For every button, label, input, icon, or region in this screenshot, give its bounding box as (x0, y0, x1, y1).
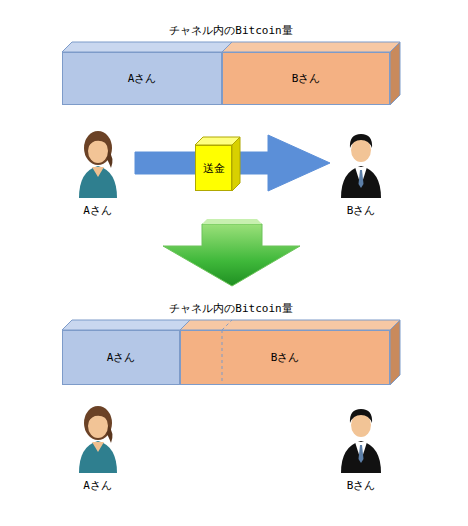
woman-icon (75, 403, 121, 473)
previous-boundary (222, 330, 223, 385)
hair (350, 134, 372, 148)
hair (350, 409, 372, 423)
cube-side (232, 137, 240, 191)
bar-heading: チャネル内のBitcoin量 (62, 24, 400, 38)
tie (359, 170, 364, 188)
fringe (87, 133, 110, 149)
person-name: Bさん (330, 479, 392, 493)
bar-top-face (180, 320, 400, 330)
balance-segment: Bさん (222, 52, 390, 105)
payment-cube: 送金 (195, 145, 232, 191)
person-name: Bさん (330, 204, 392, 218)
owner-label: Bさん (292, 71, 321, 86)
person: Aさん (65, 126, 130, 218)
neck (92, 442, 104, 452)
man-icon (338, 403, 384, 473)
suit (341, 166, 381, 198)
balance-segment: Bさん (180, 330, 390, 385)
bar-heading: チャネル内のBitcoin量 (62, 302, 400, 316)
owner-label: Aさん (128, 71, 157, 86)
person-name: Aさん (65, 479, 130, 493)
previous-boundary-top (222, 320, 232, 330)
person-name: Aさん (65, 204, 130, 218)
man-icon (338, 128, 384, 198)
channel-bar: チャネル内のBitcoin量 Aさん Bさん (62, 24, 400, 105)
down-arrow-top (202, 219, 262, 224)
bar-top-face (62, 320, 190, 330)
person: Bさん (330, 401, 392, 493)
person: Bさん (330, 126, 392, 218)
suit (341, 441, 381, 473)
body (79, 441, 117, 473)
owner-label: Bさん (271, 350, 300, 365)
balance-segment: Aさん (62, 330, 180, 385)
woman-icon (75, 128, 121, 198)
cube-faces (195, 145, 245, 205)
fringe (87, 408, 110, 424)
channel-bar: チャネル内のBitcoin量 Aさん Bさん (62, 302, 400, 385)
balance-segment: Aさん (62, 52, 222, 105)
dash-layer (62, 302, 400, 385)
payment-label: 送金 (203, 161, 225, 176)
bar-top-face (62, 42, 232, 52)
tie (359, 445, 364, 463)
bar-side-face (390, 320, 400, 385)
down-arrow (163, 224, 300, 286)
transfer-arrow (135, 135, 330, 191)
bar-top-face (222, 42, 400, 52)
body (79, 166, 117, 198)
neck (92, 167, 104, 177)
person: Aさん (65, 401, 130, 493)
owner-label: Aさん (107, 350, 136, 365)
bar-side-face (390, 42, 400, 105)
